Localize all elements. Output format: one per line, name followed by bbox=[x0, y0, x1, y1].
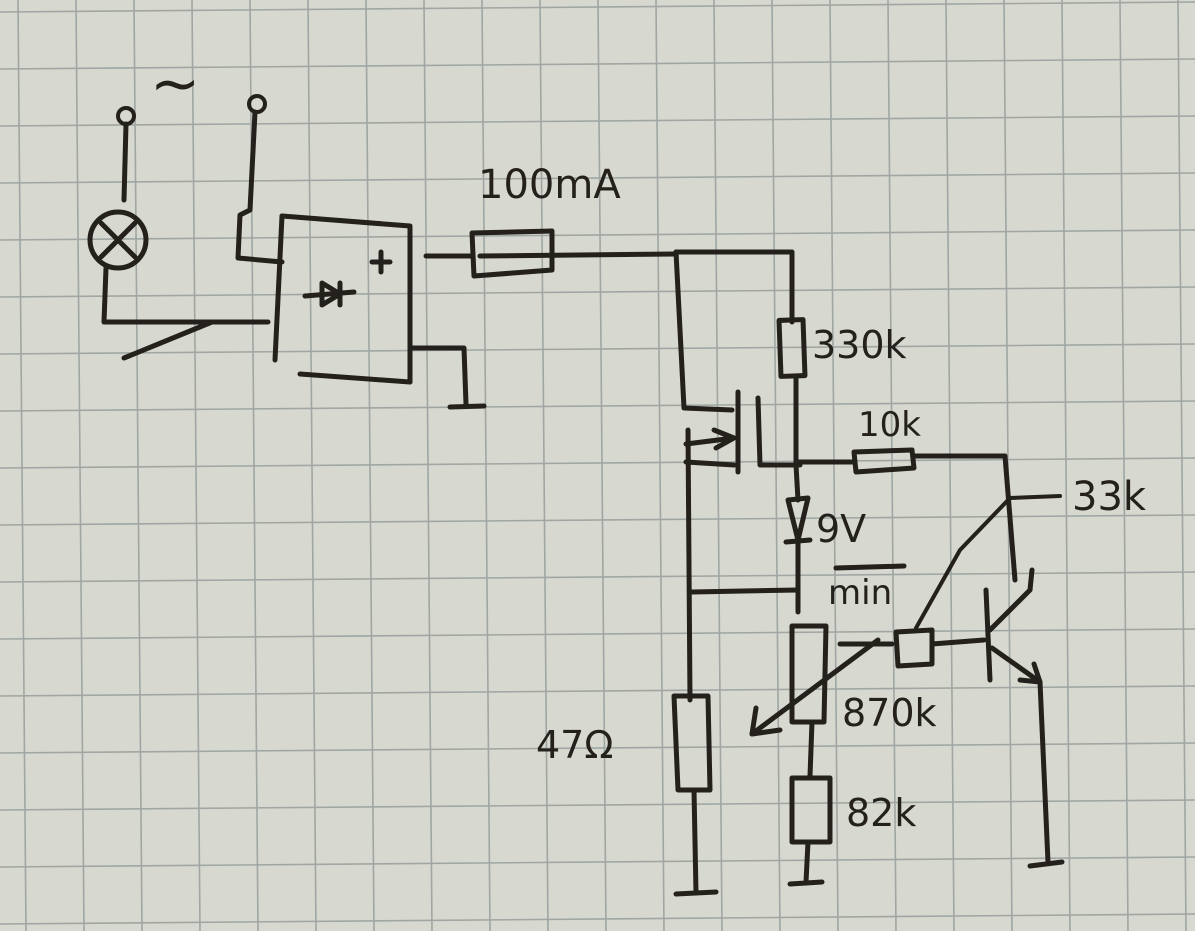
grid-line-vertical bbox=[539, 0, 549, 931]
wire-lamp-to-switch bbox=[101, 265, 271, 325]
wire-terminal-to-lamp bbox=[121, 121, 129, 203]
wire-terminal-to-bridge bbox=[235, 109, 285, 265]
bridge-rectifier-icon bbox=[272, 213, 487, 410]
zener-diode-icon bbox=[783, 462, 813, 615]
resistor-47ohm-icon bbox=[671, 693, 719, 897]
grid-line-vertical bbox=[829, 0, 839, 931]
grid-line-horizontal bbox=[0, 172, 1195, 184]
terminal-right-icon bbox=[247, 94, 267, 114]
wire-positive-rail bbox=[673, 249, 795, 325]
mosfet-icon bbox=[683, 389, 803, 703]
grid-line-vertical bbox=[1119, 0, 1129, 931]
wire-source bbox=[685, 427, 693, 703]
grid-line-vertical bbox=[1061, 0, 1071, 931]
grid-line-vertical bbox=[481, 0, 491, 931]
grid-line-vertical bbox=[133, 0, 143, 931]
grid-line-horizontal bbox=[0, 1, 1195, 13]
zener-label: 9V bbox=[816, 507, 866, 551]
fuse-icon bbox=[423, 228, 679, 279]
resistor-10k-icon bbox=[793, 447, 1018, 583]
r-top-label: 330k bbox=[812, 323, 907, 367]
switch-blade bbox=[121, 319, 215, 361]
grid-line-vertical bbox=[597, 0, 607, 931]
grid-line-horizontal bbox=[0, 685, 1195, 697]
grid-line-vertical bbox=[1177, 0, 1187, 931]
r-bottom-label: 82k bbox=[846, 791, 916, 835]
npn-transistor-icon bbox=[983, 567, 1065, 869]
ground-symbol-icon bbox=[407, 345, 487, 410]
grid-line-horizontal bbox=[0, 514, 1195, 526]
r-shunt-label: 47Ω bbox=[536, 723, 613, 767]
wire-drain bbox=[673, 249, 735, 413]
r-collector-label: 33k bbox=[1072, 474, 1147, 520]
ac-source-label: ~ bbox=[150, 49, 200, 119]
grid-line-horizontal bbox=[0, 115, 1195, 127]
grid-line-horizontal bbox=[0, 400, 1195, 412]
pot-min-bar bbox=[833, 563, 907, 571]
fuse-label: 100mA bbox=[478, 162, 621, 208]
ground-symbol-icon bbox=[787, 839, 825, 887]
grid-line-vertical bbox=[75, 0, 85, 931]
ground-symbol-icon bbox=[1027, 679, 1065, 869]
grid-line-horizontal bbox=[0, 913, 1195, 925]
wire-junction bbox=[689, 587, 801, 595]
grid-line-vertical bbox=[191, 0, 201, 931]
grid-line-vertical bbox=[887, 0, 897, 931]
grid-line-horizontal bbox=[0, 628, 1195, 640]
grid-line-horizontal bbox=[0, 856, 1195, 868]
grid-line-horizontal bbox=[0, 58, 1195, 70]
grid-line-horizontal bbox=[0, 799, 1195, 811]
resistor-82k-icon bbox=[787, 775, 833, 887]
pot-label: 870k bbox=[842, 691, 937, 735]
r-base-label: 10k bbox=[858, 405, 921, 445]
grid-line-vertical bbox=[423, 0, 433, 931]
grid-line-vertical bbox=[945, 0, 955, 931]
grid-line-horizontal bbox=[0, 571, 1195, 583]
ground-symbol-icon bbox=[673, 787, 719, 897]
ac-input bbox=[116, 94, 285, 265]
grid-line-vertical bbox=[17, 0, 27, 931]
grid-line-vertical bbox=[655, 0, 665, 931]
grid-line-horizontal bbox=[0, 343, 1195, 355]
resistor-33k-icon bbox=[893, 494, 1062, 669]
grid-line-horizontal bbox=[0, 457, 1195, 469]
wiper-arrow-icon bbox=[749, 637, 895, 737]
grid-line-horizontal bbox=[0, 229, 1195, 241]
potentiometer-870k-icon bbox=[789, 563, 907, 779]
resistor-330k-icon bbox=[776, 317, 808, 468]
grid-line-horizontal bbox=[0, 286, 1195, 298]
grid-line-horizontal bbox=[0, 742, 1195, 754]
pot-min-label: min bbox=[828, 573, 892, 613]
